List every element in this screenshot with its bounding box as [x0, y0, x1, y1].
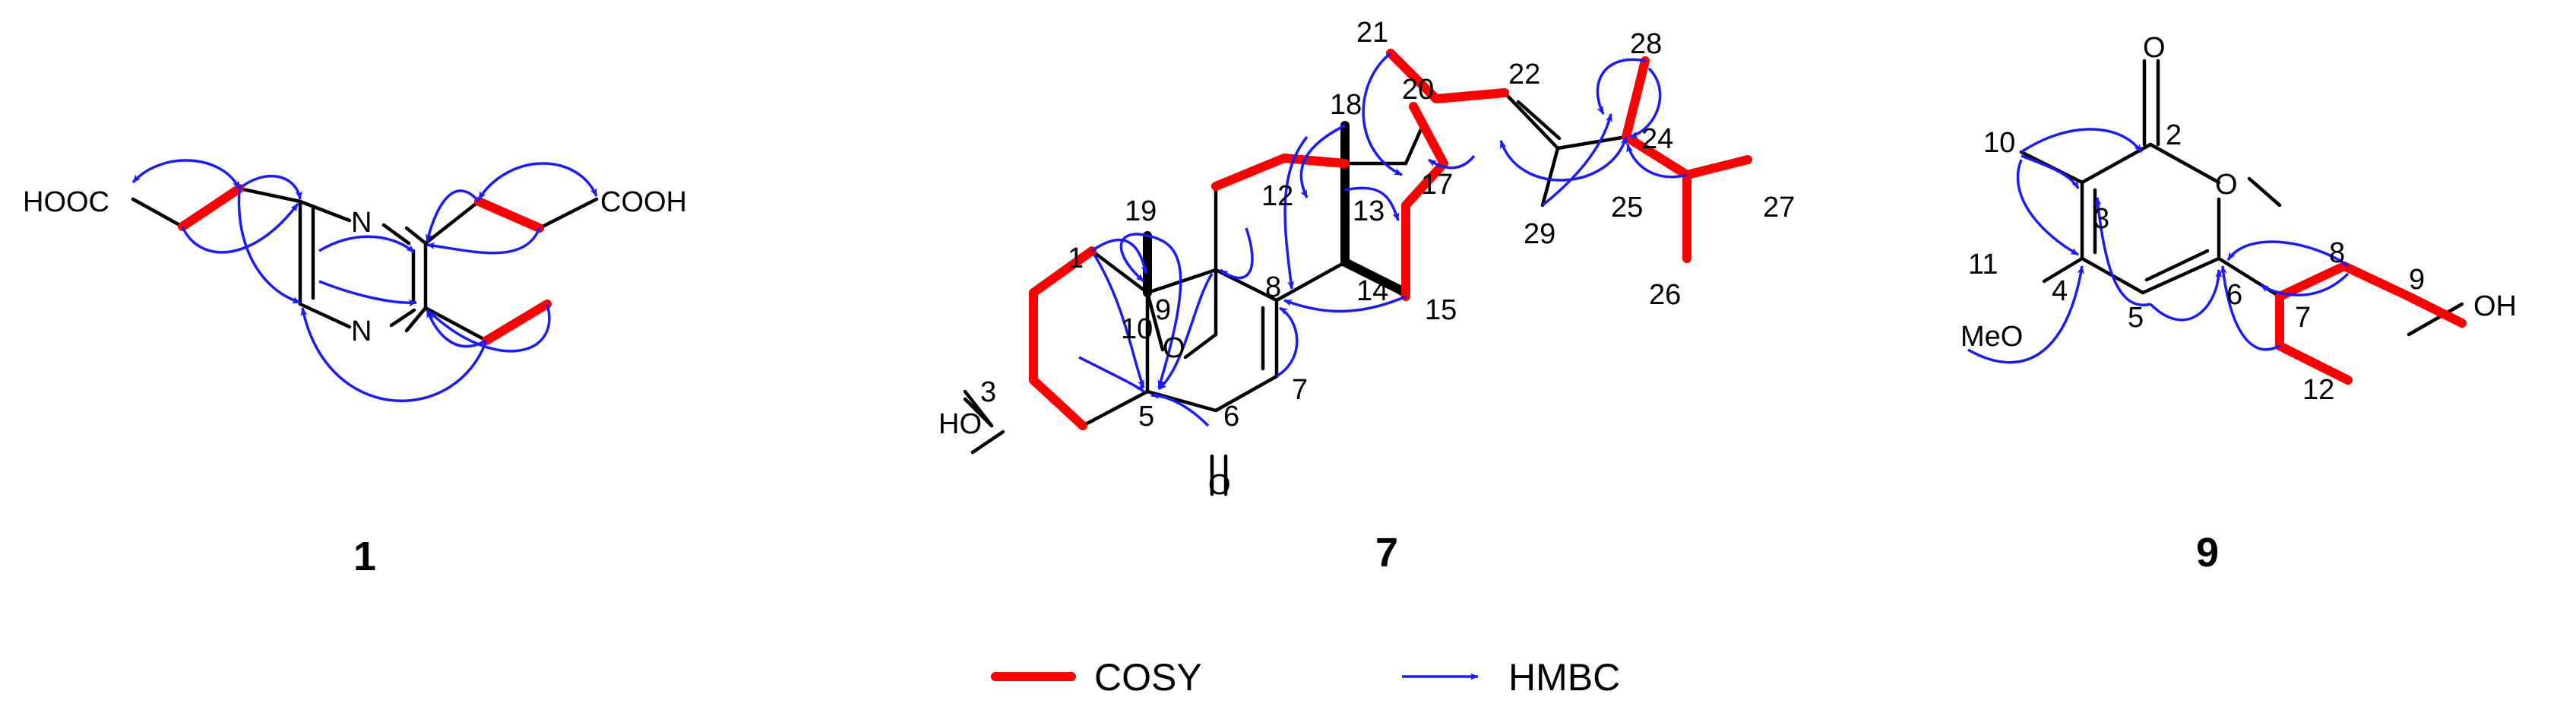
compound-7-c14: 14 — [1356, 275, 1388, 307]
compound-9-c7: 7 — [2295, 302, 2311, 334]
compound-7-number: 7 — [1375, 530, 1398, 575]
compound-7-c13: 13 — [1353, 195, 1385, 227]
compound-7-c22: 22 — [1508, 59, 1540, 90]
compound-9-hmbc — [1967, 128, 2350, 364]
compound-9-cosy — [2275, 262, 2467, 385]
compound-7-c26: 26 — [1649, 279, 1681, 311]
compound-7-c29: 29 — [1524, 218, 1555, 250]
compound-9-oh-label: OH — [2473, 290, 2517, 322]
compound-1-n-top-label: N — [351, 207, 372, 239]
compound-7-c12: 12 — [1261, 180, 1293, 212]
compound-9-labels: O O MeO OH 2 3 4 5 6 7 8 9 10 11 12 — [1960, 32, 2517, 406]
compound-9-c4: 4 — [2052, 275, 2068, 307]
compound-1-hmbc — [131, 159, 598, 403]
compound-9-c2: 2 — [2166, 119, 2182, 151]
compound-7-hmbc — [1078, 52, 1688, 427]
compound-9-c8: 8 — [2329, 237, 2345, 269]
compound-1-cooh-label: COOH — [600, 186, 687, 218]
compound-7-bold-methyls — [1143, 121, 1410, 297]
compound-7-c20: 20 — [1402, 74, 1434, 106]
compound-7-c17: 17 — [1421, 169, 1453, 201]
compound-1-hooc-label: HOOC — [23, 186, 109, 218]
compound-7-ketone-o-label: O — [1208, 469, 1231, 501]
compound-7-labels: HO O O 1 3 5 6 7 8 9 10 12 13 14 15 17 1… — [938, 17, 1795, 501]
compound-9-number: 9 — [2196, 530, 2219, 575]
compound-7-ho-label: HO — [938, 408, 982, 440]
compound-7-c19: 19 — [1125, 195, 1157, 227]
compound-7-c8: 8 — [1265, 271, 1281, 303]
compound-9-c5: 5 — [2128, 302, 2144, 334]
compound-9-bonds — [2019, 59, 2464, 337]
compound-1-number: 1 — [353, 534, 376, 579]
compound-9-structure: O O MeO OH 2 3 4 5 6 7 8 9 10 11 12 9 — [1960, 32, 2517, 575]
compound-1-cosy — [178, 184, 552, 345]
compound-7-c5: 5 — [1138, 401, 1154, 433]
compound-7-bridge-o-label: O — [1163, 332, 1185, 364]
compound-9-c12: 12 — [2302, 374, 2334, 406]
compound-9-c10: 10 — [1983, 127, 2015, 159]
legend-cosy-label: COSY — [1094, 656, 1202, 699]
compound-7-c7: 7 — [1292, 374, 1308, 406]
compound-7-c10: 10 — [1121, 313, 1153, 345]
compound-7-c6: 6 — [1223, 401, 1239, 433]
compound-7-c18: 18 — [1330, 89, 1362, 121]
compound-1-structure: HOOC COOH N N 1 — [23, 159, 687, 579]
compound-7-c27: 27 — [1763, 192, 1795, 224]
compound-7-c9: 9 — [1155, 294, 1171, 326]
compound-7-c15: 15 — [1425, 294, 1457, 326]
compound-7-c28: 28 — [1630, 28, 1662, 60]
compound-9-c11: 11 — [1968, 249, 1998, 281]
compound-7-c21: 21 — [1356, 17, 1388, 49]
compound-1-bonds — [131, 186, 599, 343]
compound-9-carbonyl-o-label: O — [2143, 32, 2166, 64]
compound-1-n-bottom-label: N — [351, 315, 372, 347]
compound-7-cosy — [1029, 49, 1752, 430]
compound-7-c1: 1 — [1068, 243, 1084, 274]
legend: COSY HMBC — [991, 656, 1620, 699]
compound-7-structure: HO O O 1 3 5 6 7 8 9 10 12 13 14 15 17 1… — [938, 17, 1795, 575]
compound-9-c6: 6 — [2226, 279, 2242, 311]
compound-7-c3: 3 — [980, 376, 996, 408]
compound-7-c24: 24 — [1641, 123, 1673, 155]
compound-9-c3: 3 — [2093, 203, 2109, 235]
compound-9-c9: 9 — [2409, 264, 2425, 296]
compound-9-ring-o-label: O — [2215, 169, 2238, 201]
compound-7-c25: 25 — [1611, 192, 1643, 224]
legend-hmbc-label: HMBC — [1508, 656, 1620, 699]
compound-9-meo-label: MeO — [1960, 321, 2023, 353]
